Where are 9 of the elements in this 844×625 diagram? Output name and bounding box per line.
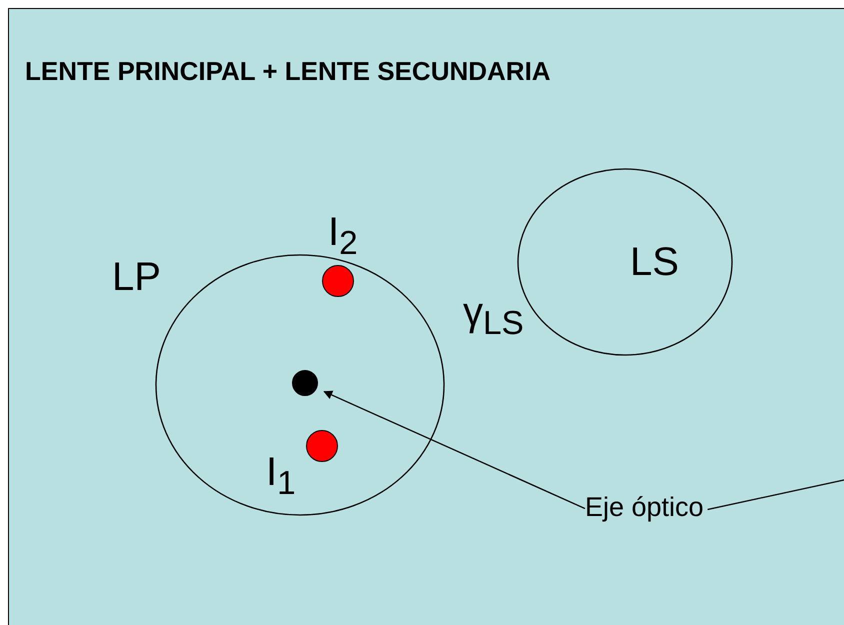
leader-line bbox=[707, 479, 844, 510]
point-label: I$_{1}$ bbox=[266, 450, 296, 503]
axis-label: Eje óptico bbox=[585, 492, 704, 523]
point-label: I$_{2}$ bbox=[328, 210, 358, 263]
leader-arrow bbox=[323, 390, 586, 510]
point-label: γ$_{LS}$ bbox=[463, 290, 524, 343]
lens-label: LP bbox=[112, 255, 161, 300]
lens-label: LS bbox=[630, 240, 679, 285]
diagram-title: LENTE PRINCIPAL + LENTE SECUNDARIA bbox=[25, 56, 551, 87]
